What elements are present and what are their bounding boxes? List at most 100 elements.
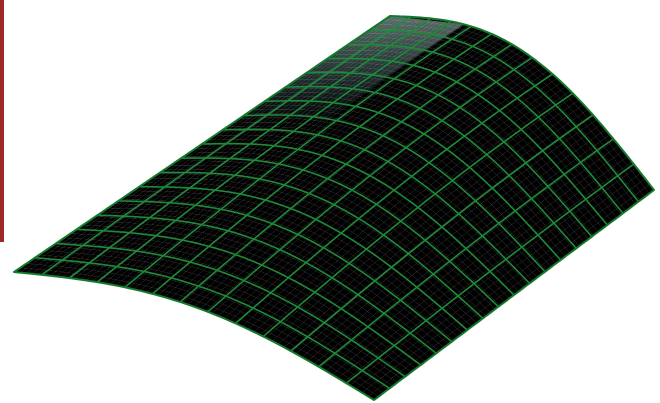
surface-cell	[486, 170, 497, 179]
surface-cell	[478, 281, 489, 291]
surface-cell	[437, 331, 448, 340]
surface-cell	[537, 150, 547, 159]
surface-cell	[314, 200, 326, 208]
surface-cell	[390, 367, 401, 375]
surface-cell	[583, 211, 594, 221]
surface-cell	[363, 154, 375, 161]
surface-cell	[310, 329, 322, 337]
surface-cell	[359, 139, 371, 146]
surface-cell	[156, 242, 169, 248]
surface-cell	[294, 334, 306, 342]
surface-cell	[461, 215, 472, 224]
surface-cell	[365, 275, 376, 284]
surface-cell	[231, 222, 243, 230]
surface-cell	[193, 295, 205, 302]
surface-cell	[309, 171, 321, 179]
surface-cell	[322, 344, 334, 352]
surface-cell	[516, 235, 527, 244]
surface-cell	[429, 44, 441, 49]
surface-cell	[362, 196, 374, 205]
surface-cell	[168, 238, 180, 245]
surface-cell	[366, 122, 377, 129]
surface-cell	[344, 291, 356, 300]
surface-cell	[404, 356, 415, 365]
surface-cell	[506, 88, 517, 96]
surface-cell	[517, 139, 528, 148]
surface-cell	[398, 300, 409, 309]
surface-cell	[459, 41, 470, 47]
surface-cell	[88, 221, 101, 226]
surface-cell	[560, 238, 570, 248]
surface-cell	[556, 161, 566, 171]
surface-cell	[272, 167, 284, 174]
surface-cell	[551, 85, 561, 94]
surface-cell	[320, 239, 331, 247]
surface-cell	[424, 297, 435, 306]
surface-cell	[286, 222, 298, 230]
surface-cell	[477, 145, 488, 154]
surface-cell	[545, 231, 556, 241]
surface-cell	[369, 323, 380, 332]
surface-cell	[595, 133, 606, 142]
surface-cell	[432, 264, 443, 273]
surface-cell	[533, 120, 544, 129]
mesh-line-v	[234, 73, 553, 325]
surface-cell	[550, 245, 561, 255]
surface-cell	[420, 309, 431, 318]
surface-cell	[433, 289, 445, 299]
surface-cell	[259, 218, 271, 226]
surface-cell	[225, 209, 237, 216]
surface-cell	[410, 166, 421, 174]
surface-cell	[515, 103, 525, 112]
surface-cell	[106, 217, 119, 222]
surface-cell	[603, 170, 613, 180]
surface-cell	[546, 160, 556, 169]
surface-cell	[162, 260, 175, 267]
surface-cell	[526, 209, 536, 219]
surface-cell	[522, 144, 533, 153]
surface-cell	[449, 116, 460, 124]
surface-cell	[255, 271, 267, 279]
surface-cell	[437, 51, 449, 57]
surface-cell	[491, 227, 502, 236]
surface-cell	[515, 96, 526, 104]
surface-cell	[540, 234, 551, 244]
surface-cell	[474, 41, 485, 47]
surface-cell	[433, 281, 444, 290]
surface-cell	[307, 348, 318, 357]
surface-cell	[115, 269, 128, 275]
surface-cell	[443, 273, 454, 283]
surface-cell	[432, 79, 444, 86]
surface-cell	[574, 227, 584, 237]
surface-cell	[325, 234, 337, 243]
surface-cell	[220, 208, 232, 215]
surface-cell	[214, 224, 226, 231]
surface-cell	[436, 323, 447, 332]
surface-cell	[326, 257, 338, 266]
surface-cell	[366, 343, 377, 352]
surface-cell	[545, 222, 556, 232]
surface-cell	[484, 66, 495, 73]
surface-cell	[320, 169, 332, 176]
surface-cell	[579, 179, 589, 189]
surface-cell	[240, 307, 252, 315]
surface-cell	[293, 261, 305, 269]
surface-cell	[511, 212, 522, 221]
surface-cell	[336, 248, 348, 257]
surface-cell	[103, 261, 116, 268]
surface-cell	[175, 282, 187, 290]
surface-cell	[390, 139, 402, 147]
mesh-lines	[34, 16, 640, 389]
surface-cell	[380, 262, 391, 271]
surface-cell	[265, 241, 277, 248]
surface-cell	[422, 81, 433, 88]
surface-cell	[331, 328, 343, 336]
surface-cell	[369, 366, 380, 375]
surface-cell	[458, 122, 469, 131]
surface-cell	[342, 244, 353, 253]
surface-cell	[506, 207, 517, 216]
surface-cell	[368, 199, 379, 208]
surface-cell	[327, 140, 339, 147]
surface-cell	[365, 128, 377, 135]
mesh-line-v	[96, 20, 452, 283]
